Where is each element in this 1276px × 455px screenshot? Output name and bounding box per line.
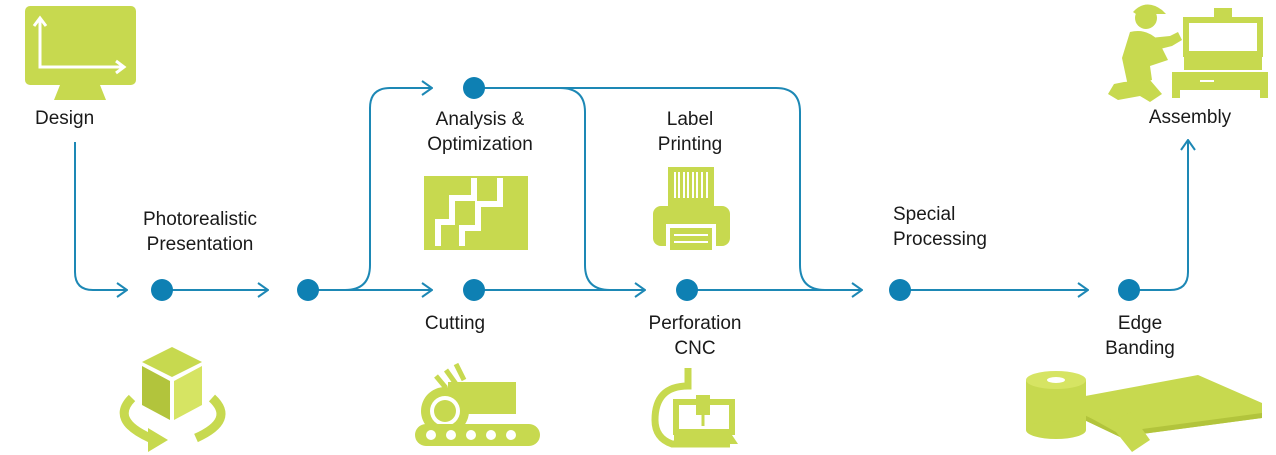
panel-optimization-icon: [424, 176, 528, 250]
label-label-printing: Label Printing: [657, 109, 723, 155]
node-special: [889, 279, 911, 301]
label-edge-banding: Edge Banding: [1105, 313, 1175, 359]
node-cutting: [463, 279, 485, 301]
connector-edge-banding-to-assembly: [1129, 140, 1188, 291]
saw-conveyor-icon: [415, 362, 540, 446]
label-perforation-cnc: Perforation CNC: [648, 313, 742, 359]
label-photorealistic-presentation: Photorealistic Presentation: [142, 209, 258, 255]
connector-analysis-to-perforation: [559, 87, 645, 290]
worker-assembling-icon: [1108, 4, 1268, 102]
edge-band-roll-icon: [1026, 371, 1262, 452]
connector-hub-to-analysis: [308, 88, 432, 291]
connector-design-to-photorealistic: [74, 142, 127, 290]
node-hub: [297, 279, 319, 301]
label-cutting: Cutting: [424, 313, 486, 334]
label-analysis-optimization: Analysis & Optimization: [427, 109, 533, 155]
label-assembly: Assembly: [1148, 107, 1232, 128]
printer-icon: [653, 167, 730, 254]
node-photorealistic: [151, 279, 173, 301]
node-analysis: [463, 77, 485, 99]
cnc-drill-icon: [651, 368, 738, 448]
3d-cube-rotate-icon: [119, 347, 226, 452]
label-design: Design: [35, 108, 95, 129]
monitor-icon: [25, 6, 136, 100]
connector-analysis-top-rail: [474, 87, 862, 290]
node-perforation: [676, 279, 698, 301]
node-edge-banding: [1118, 279, 1140, 301]
label-special-processing: Special Processing: [893, 204, 987, 250]
